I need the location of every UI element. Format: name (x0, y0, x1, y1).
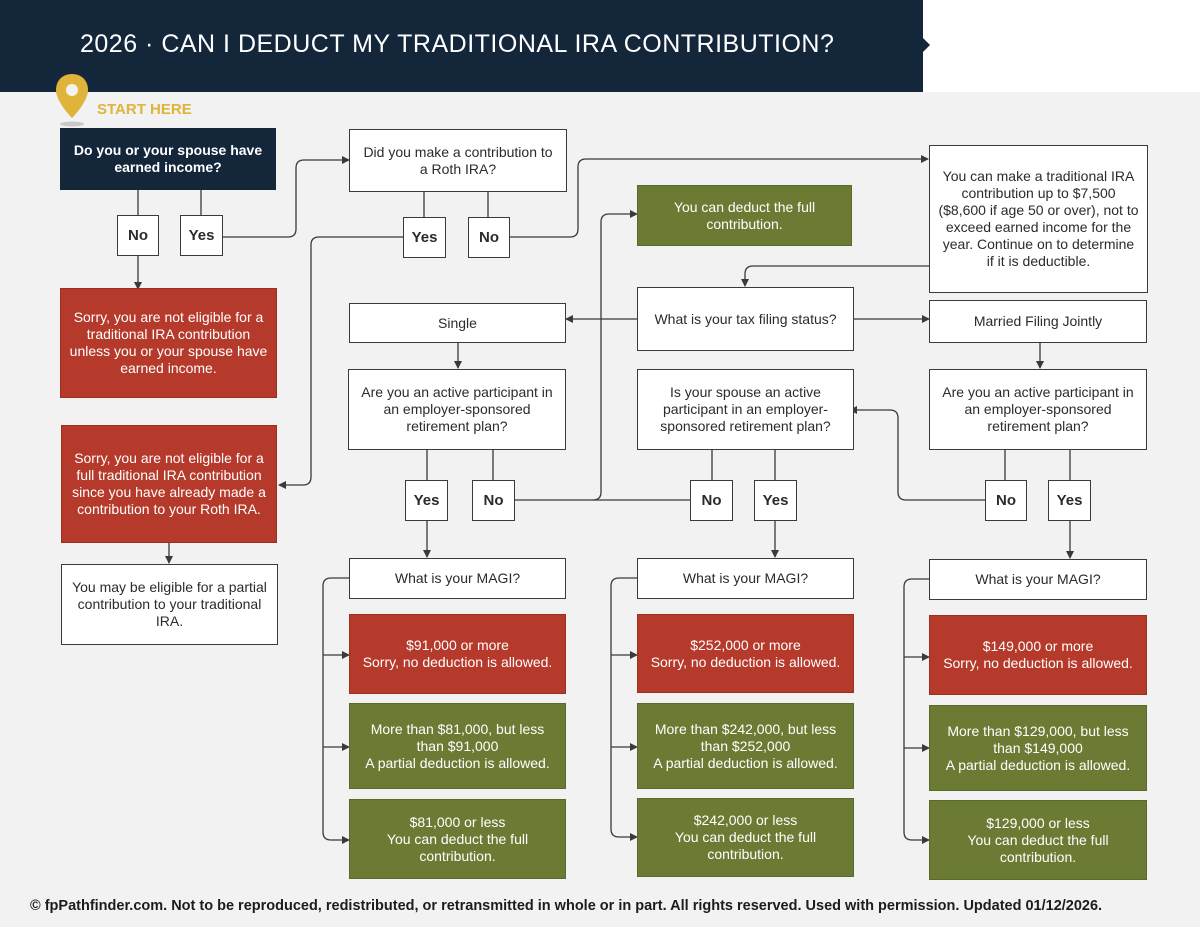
filing-status-single[interactable]: Single (349, 303, 566, 343)
partial-contribution-eligible: You may be eligible for a partial contri… (61, 564, 278, 645)
roth-no-button[interactable]: No (468, 217, 510, 258)
question-single-active-participant: Are you an active participant in an empl… (348, 369, 566, 450)
question-filing-status: What is your tax filing status? (637, 287, 854, 351)
spouse-magi-low-result: $242,000 or less You can deduct the full… (637, 798, 854, 877)
single-magi-low-result: $81,000 or less You can deduct the full … (349, 799, 566, 879)
filing-status-married-jointly[interactable]: Married Filing Jointly (929, 300, 1147, 343)
single-magi-mid-result: More than $81,000, but less than $91,000… (349, 703, 566, 789)
header-logo-area (923, 0, 1200, 92)
not-eligible-earned-income: Sorry, you are not eligible for a tradit… (60, 288, 277, 398)
start-here-label: START HERE (97, 101, 192, 118)
mfj-magi-question: What is your MAGI? (929, 559, 1147, 600)
contribution-limit-info: You can make a traditional IRA contribut… (929, 145, 1148, 293)
mfj-magi-high-result: $149,000 or more Sorry, no deduction is … (929, 615, 1147, 695)
spouse-magi-mid-result: More than $242,000, but less than $252,0… (637, 703, 854, 789)
mfj-active-no-button[interactable]: No (985, 480, 1027, 521)
page-title: 2026 · CAN I DEDUCT MY TRADITIONAL IRA C… (80, 30, 835, 58)
single-magi-question: What is your MAGI? (349, 558, 566, 599)
spouse-magi-high-result: $252,000 or more Sorry, no deduction is … (637, 614, 854, 693)
roth-yes-button[interactable]: Yes (403, 217, 446, 258)
header-notch (923, 38, 930, 52)
mfj-magi-low-result: $129,000 or less You can deduct the full… (929, 800, 1147, 880)
spouse-active-yes-button[interactable]: Yes (754, 480, 797, 521)
single-active-no-button[interactable]: No (472, 480, 515, 521)
earned-income-no-button[interactable]: No (117, 215, 159, 256)
footer-copyright: © fpPathfinder.com. Not to be reproduced… (30, 898, 1103, 914)
question-spouse-active-participant: Is your spouse an active participant in … (637, 369, 854, 450)
question-mfj-active-participant: Are you an active participant in an empl… (929, 369, 1147, 450)
single-active-yes-button[interactable]: Yes (405, 480, 448, 521)
full-deduction-result: You can deduct the full contribution. (637, 185, 852, 246)
mfj-magi-mid-result: More than $129,000, but less than $149,0… (929, 705, 1147, 791)
question-roth-contribution: Did you make a contribution to a Roth IR… (349, 129, 567, 192)
question-earned-income: Do you or your spouse have earned income… (60, 128, 276, 190)
spouse-active-no-button[interactable]: No (690, 480, 733, 521)
header-bar (0, 0, 923, 92)
earned-income-yes-button[interactable]: Yes (180, 215, 223, 256)
spouse-magi-question: What is your MAGI? (637, 558, 854, 599)
mfj-active-yes-button[interactable]: Yes (1048, 480, 1091, 521)
single-magi-high-result: $91,000 or more Sorry, no deduction is a… (349, 614, 566, 694)
location-pin-icon (56, 74, 88, 127)
not-eligible-roth: Sorry, you are not eligible for a full t… (61, 425, 277, 543)
